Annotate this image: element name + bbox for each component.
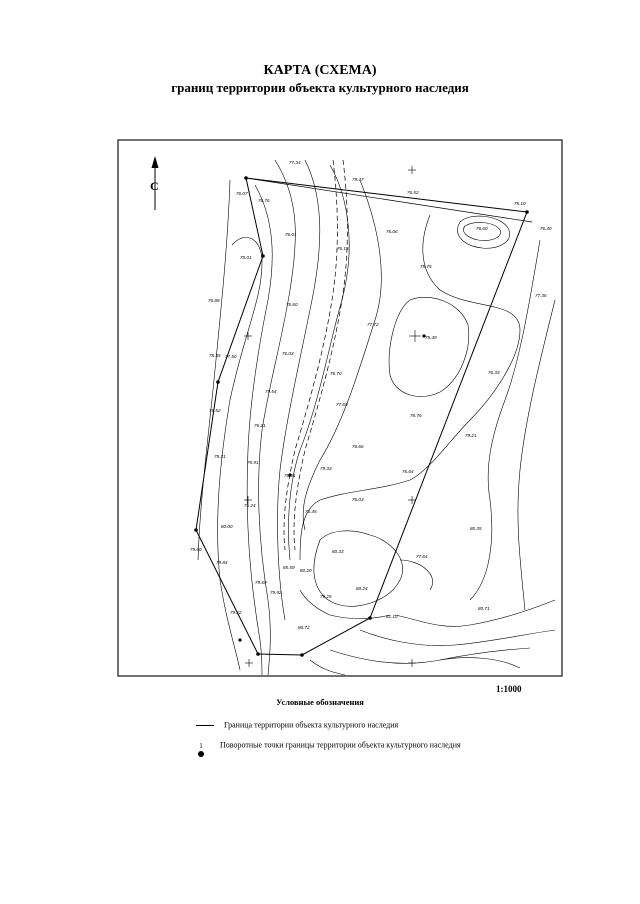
legend-turning-points-row: Поворотные точки границы территории объе…: [220, 740, 461, 750]
elevation-label: 79.47: [352, 177, 364, 182]
elevation-label: 76.60: [476, 226, 488, 231]
elevation-label: 76.01: [285, 232, 297, 237]
scale-label: 1:1000: [496, 684, 522, 694]
legend-title: Условные обозначения: [276, 697, 364, 707]
elevation-label: 77.69: [336, 402, 348, 407]
legend-boundary-label: Граница территории объекта культурного н…: [224, 720, 399, 730]
elevation-label: 80.33: [332, 549, 344, 554]
legend-turning-points-label: Поворотные точки границы территории объе…: [220, 740, 461, 750]
map-frame: [117, 139, 563, 677]
elevation-label: 76.52: [209, 408, 221, 413]
elevation-label: 76.33: [488, 370, 500, 375]
elevation-label: 75.24: [244, 503, 256, 508]
elevation-label: 76.76: [258, 198, 270, 203]
elevation-label: 77.36: [535, 293, 547, 298]
elevation-label: 80.35: [470, 526, 482, 531]
turning-point-dot-icon: [198, 751, 204, 757]
elevation-label: 79.60: [190, 547, 202, 552]
elevation-label: 75.35: [209, 353, 221, 358]
elevation-label: 77.72: [367, 322, 379, 327]
boundary-line-symbol: [196, 724, 214, 726]
heritage-boundary: [195, 177, 528, 656]
elevation-label: 76.07: [236, 191, 248, 196]
elevation-label: 79.84: [216, 560, 228, 565]
map-subtitle: границ территории объекта культурного на…: [171, 80, 469, 95]
elevation-label: 79.21: [465, 433, 477, 438]
elevation-label: 76.03: [282, 351, 294, 356]
elevation-label: 76.40: [540, 226, 552, 231]
north-arrow-icon: [151, 156, 159, 210]
elevation-labels: 77.34 79.47 76.52 75.10 76.40 76.07 76.7…: [190, 160, 552, 630]
elevation-label: 79.25: [320, 594, 332, 599]
elevation-label: 80.24: [356, 586, 368, 591]
elevation-label: 85.59: [283, 565, 295, 570]
road-dashed: [283, 159, 348, 551]
elevation-label: 81.10: [386, 614, 398, 619]
north-label: С: [150, 179, 159, 193]
elevation-label: 77.50: [225, 354, 237, 359]
elevation-label: 79.54: [265, 389, 277, 394]
elevation-label: 79.69: [255, 580, 267, 585]
elevation-label: 79.22: [230, 610, 242, 615]
elevation-label: 75.10: [514, 201, 526, 206]
elevation-label: 78.76: [410, 413, 422, 418]
elevation-label: 75.91: [247, 460, 259, 465]
map-title: КАРТА (СХЕМА): [263, 63, 377, 78]
elevation-label: 76.15: [337, 246, 349, 251]
elevation-label: 80.72: [298, 625, 310, 630]
elevation-label: 79.31: [214, 454, 226, 459]
contour-lines: [197, 159, 556, 676]
legend-boundary-row: Граница территории объекта культурного н…: [196, 720, 398, 730]
elevation-label: 75.49: [425, 335, 437, 340]
elevation-label: 79.92: [270, 590, 282, 595]
elevation-label: 76.64: [402, 469, 414, 474]
elevation-label: 75.01: [240, 255, 252, 260]
elevation-label: 80.20: [300, 568, 312, 573]
turning-points: [194, 176, 529, 657]
elevation-label: 77.64: [416, 554, 428, 559]
elevation-label: 80.71: [478, 606, 490, 611]
upper-line: [245, 177, 533, 223]
elevation-label: 80.00: [221, 524, 233, 529]
elevation-label: 76.01: [284, 473, 296, 478]
elevation-label: 75.75: [420, 264, 432, 269]
elevation-label: 76.03: [352, 497, 364, 502]
turning-point-symbol: 1: [196, 742, 206, 762]
elevation-label: 76.21: [254, 423, 266, 428]
elevation-label: 79.33: [320, 466, 332, 471]
elevation-label: 76.88: [208, 298, 220, 303]
turning-point-number: 1: [199, 742, 203, 750]
elevation-label: 76.52: [407, 190, 419, 195]
elevation-label: 76.45: [305, 509, 317, 514]
elevation-label: 76.66: [352, 444, 364, 449]
elevation-label: 76.60: [286, 302, 298, 307]
elevation-label: 76.06: [386, 229, 398, 234]
elevation-label: 77.34: [289, 160, 301, 165]
elevation-label: 76.70: [330, 371, 342, 376]
